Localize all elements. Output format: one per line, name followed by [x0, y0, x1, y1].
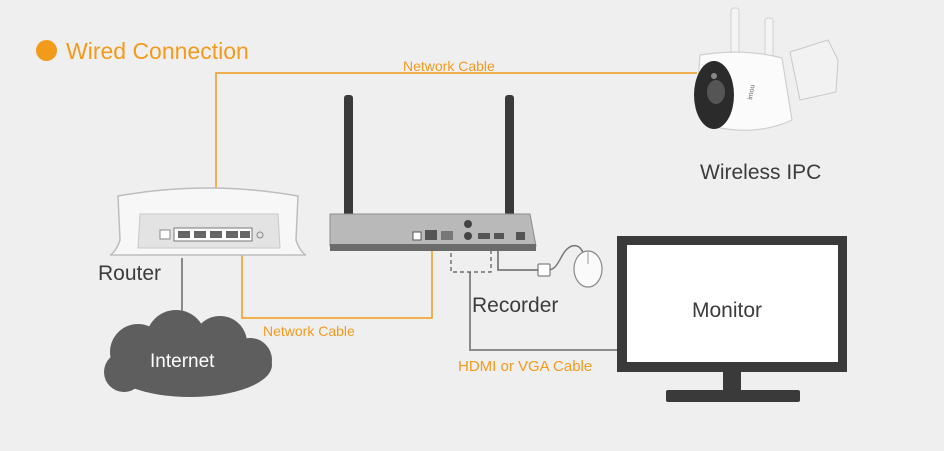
hdmi-vga-cable — [469, 272, 620, 351]
hdmi-vga-cable-label: HDMI or VGA Cable — [458, 358, 593, 375]
router-label: Router — [98, 262, 162, 285]
mouse-icon — [537, 250, 603, 288]
title-bullet-icon — [36, 40, 57, 61]
network-cable-camera — [215, 72, 697, 232]
internet-label: Internet — [150, 351, 215, 372]
recorder-icon — [329, 95, 537, 251]
video-ports-bracket — [450, 247, 492, 273]
network-cable-label-top: Network Cable — [403, 58, 495, 74]
router-icon — [109, 187, 307, 256]
monitor-icon — [617, 236, 847, 402]
camera-brand-text: imou — [747, 84, 757, 100]
recorder-label: Recorder — [472, 294, 559, 317]
internet-cloud-icon — [104, 310, 272, 397]
monitor-label: Monitor — [692, 299, 763, 322]
network-cable-recorder — [241, 244, 433, 319]
mouse-cable — [497, 246, 540, 271]
network-cable-label-bottom: Network Cable — [263, 323, 355, 339]
page-title: Wired Connection — [66, 38, 249, 64]
wireless-ipc-label: Wireless IPC — [700, 161, 822, 184]
camera-icon: imou — [694, 7, 839, 131]
